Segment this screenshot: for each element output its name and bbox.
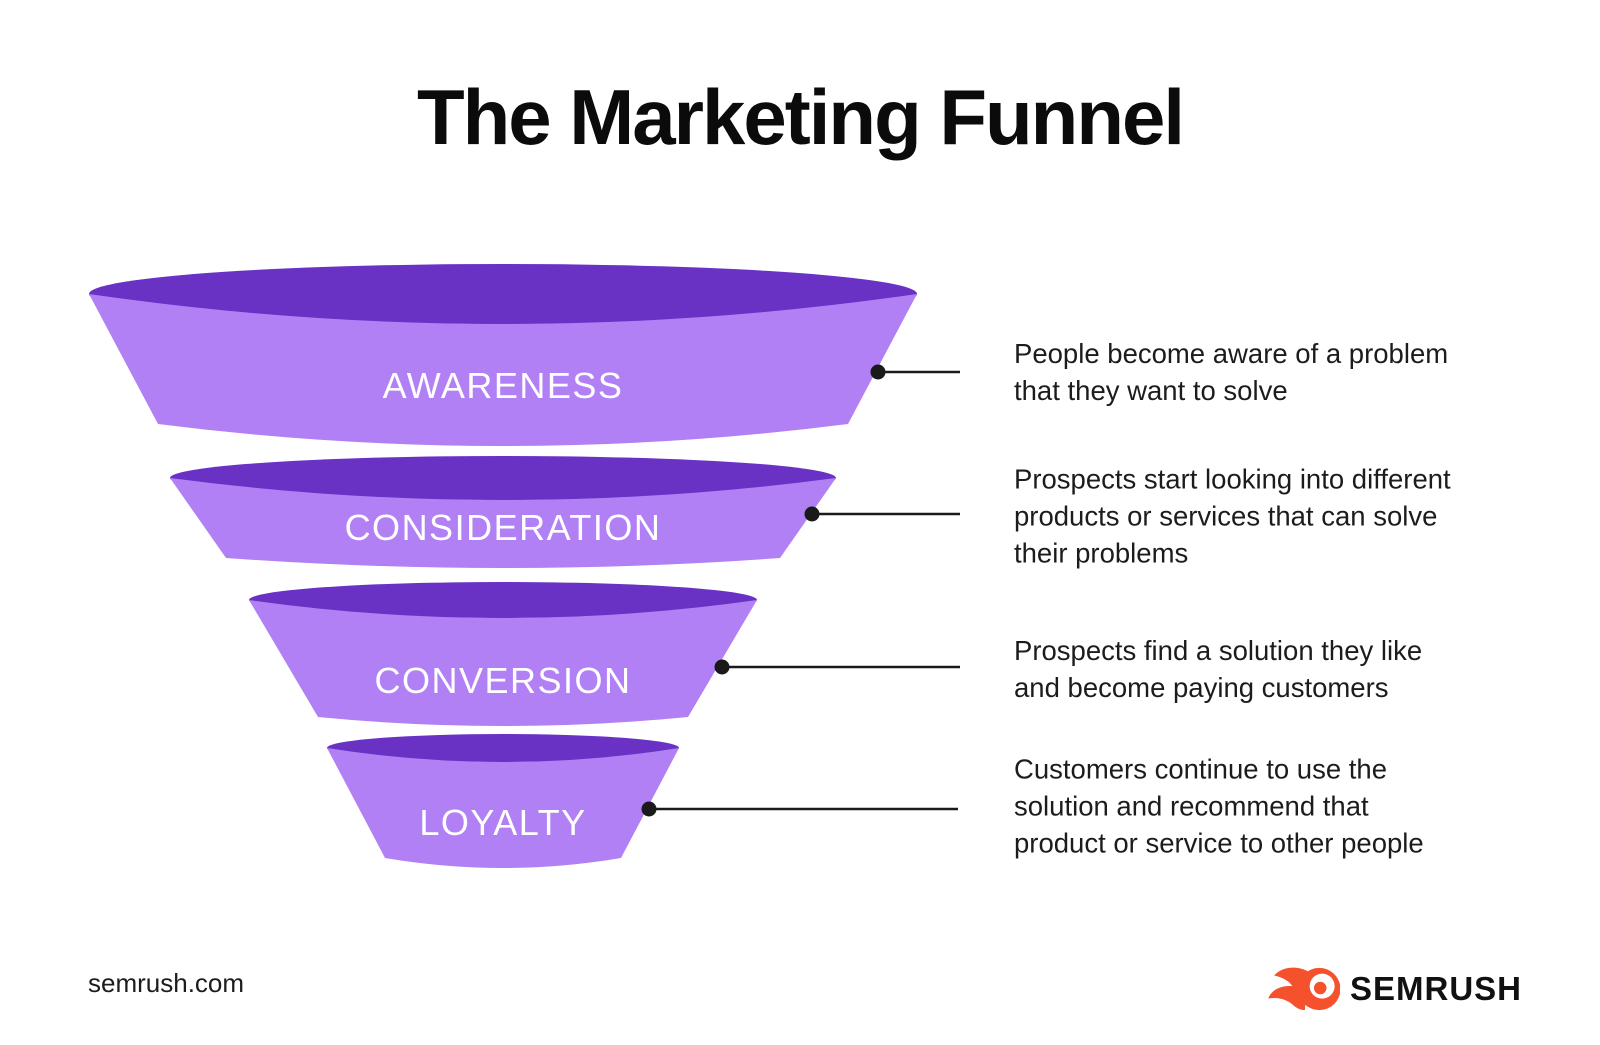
stage-body <box>170 478 836 568</box>
brand-wordmark: SEMRUSH <box>1350 970 1523 1007</box>
page-title: The Marketing Funnel <box>416 73 1185 161</box>
connector-dot-loyalty <box>641 801 657 817</box>
stage-body <box>249 600 757 726</box>
connector-dot-consideration <box>804 506 820 522</box>
funnel-stage-conversion: CONVERSION <box>249 582 960 726</box>
funnel-stage-awareness: AWARENESS <box>89 264 960 446</box>
stage-body <box>327 748 679 868</box>
funnel-stage-consideration: CONSIDERATION <box>170 456 960 568</box>
stage-description-consideration: Prospects start looking into different p… <box>1014 463 1451 569</box>
semrush-flame-icon <box>1268 967 1340 1011</box>
website-credit: semrush.com <box>88 968 245 998</box>
stage-description-conversion: Prospects find a solution they like and … <box>1014 635 1423 703</box>
stage-label-consideration: CONSIDERATION <box>345 507 662 548</box>
stage-description-loyalty: Customers continue to use the solution a… <box>1014 753 1424 859</box>
connector-dot-awareness <box>870 364 886 380</box>
stage-body <box>89 294 917 446</box>
stage-description-awareness: People become aware of a problem that th… <box>1014 338 1449 406</box>
funnel-stage-loyalty: LOYALTY <box>327 734 958 868</box>
connector-dot-conversion <box>714 659 730 675</box>
stage-top-ellipse <box>249 582 757 618</box>
stage-top-ellipse <box>327 734 679 762</box>
stage-label-conversion: CONVERSION <box>374 660 631 701</box>
stage-label-loyalty: LOYALTY <box>419 802 586 843</box>
stage-label-awareness: AWARENESS <box>383 365 624 406</box>
stage-top-ellipse <box>170 456 836 500</box>
semrush-logo: SEMRUSH <box>1262 964 1522 1014</box>
stage-top-ellipse <box>89 264 917 324</box>
